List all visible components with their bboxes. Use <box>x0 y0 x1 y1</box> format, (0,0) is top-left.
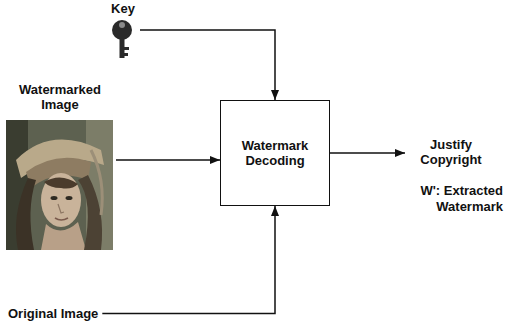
lena-image <box>6 120 113 250</box>
arrow-connector <box>140 30 275 100</box>
output-label: W': Extracted Watermark <box>400 183 503 215</box>
node-text: Watermark Decoding <box>227 138 323 168</box>
arrow-connector <box>102 206 275 314</box>
image-node: Watermarked Image <box>4 82 116 252</box>
node-text: Original Image <box>8 306 98 321</box>
node-text: Justify Copyright <box>409 137 493 167</box>
arrow-connector <box>116 159 220 161</box>
arrow-connector <box>330 152 405 154</box>
node-text: Watermarked Image <box>4 82 116 112</box>
key-node: Key <box>106 1 140 59</box>
node-text: Key <box>106 1 140 16</box>
process-box: Watermark Decoding <box>220 100 330 206</box>
input-node: Original Image <box>8 306 98 321</box>
key-icon <box>106 16 140 60</box>
output-node: Justify Copyright <box>409 137 493 167</box>
